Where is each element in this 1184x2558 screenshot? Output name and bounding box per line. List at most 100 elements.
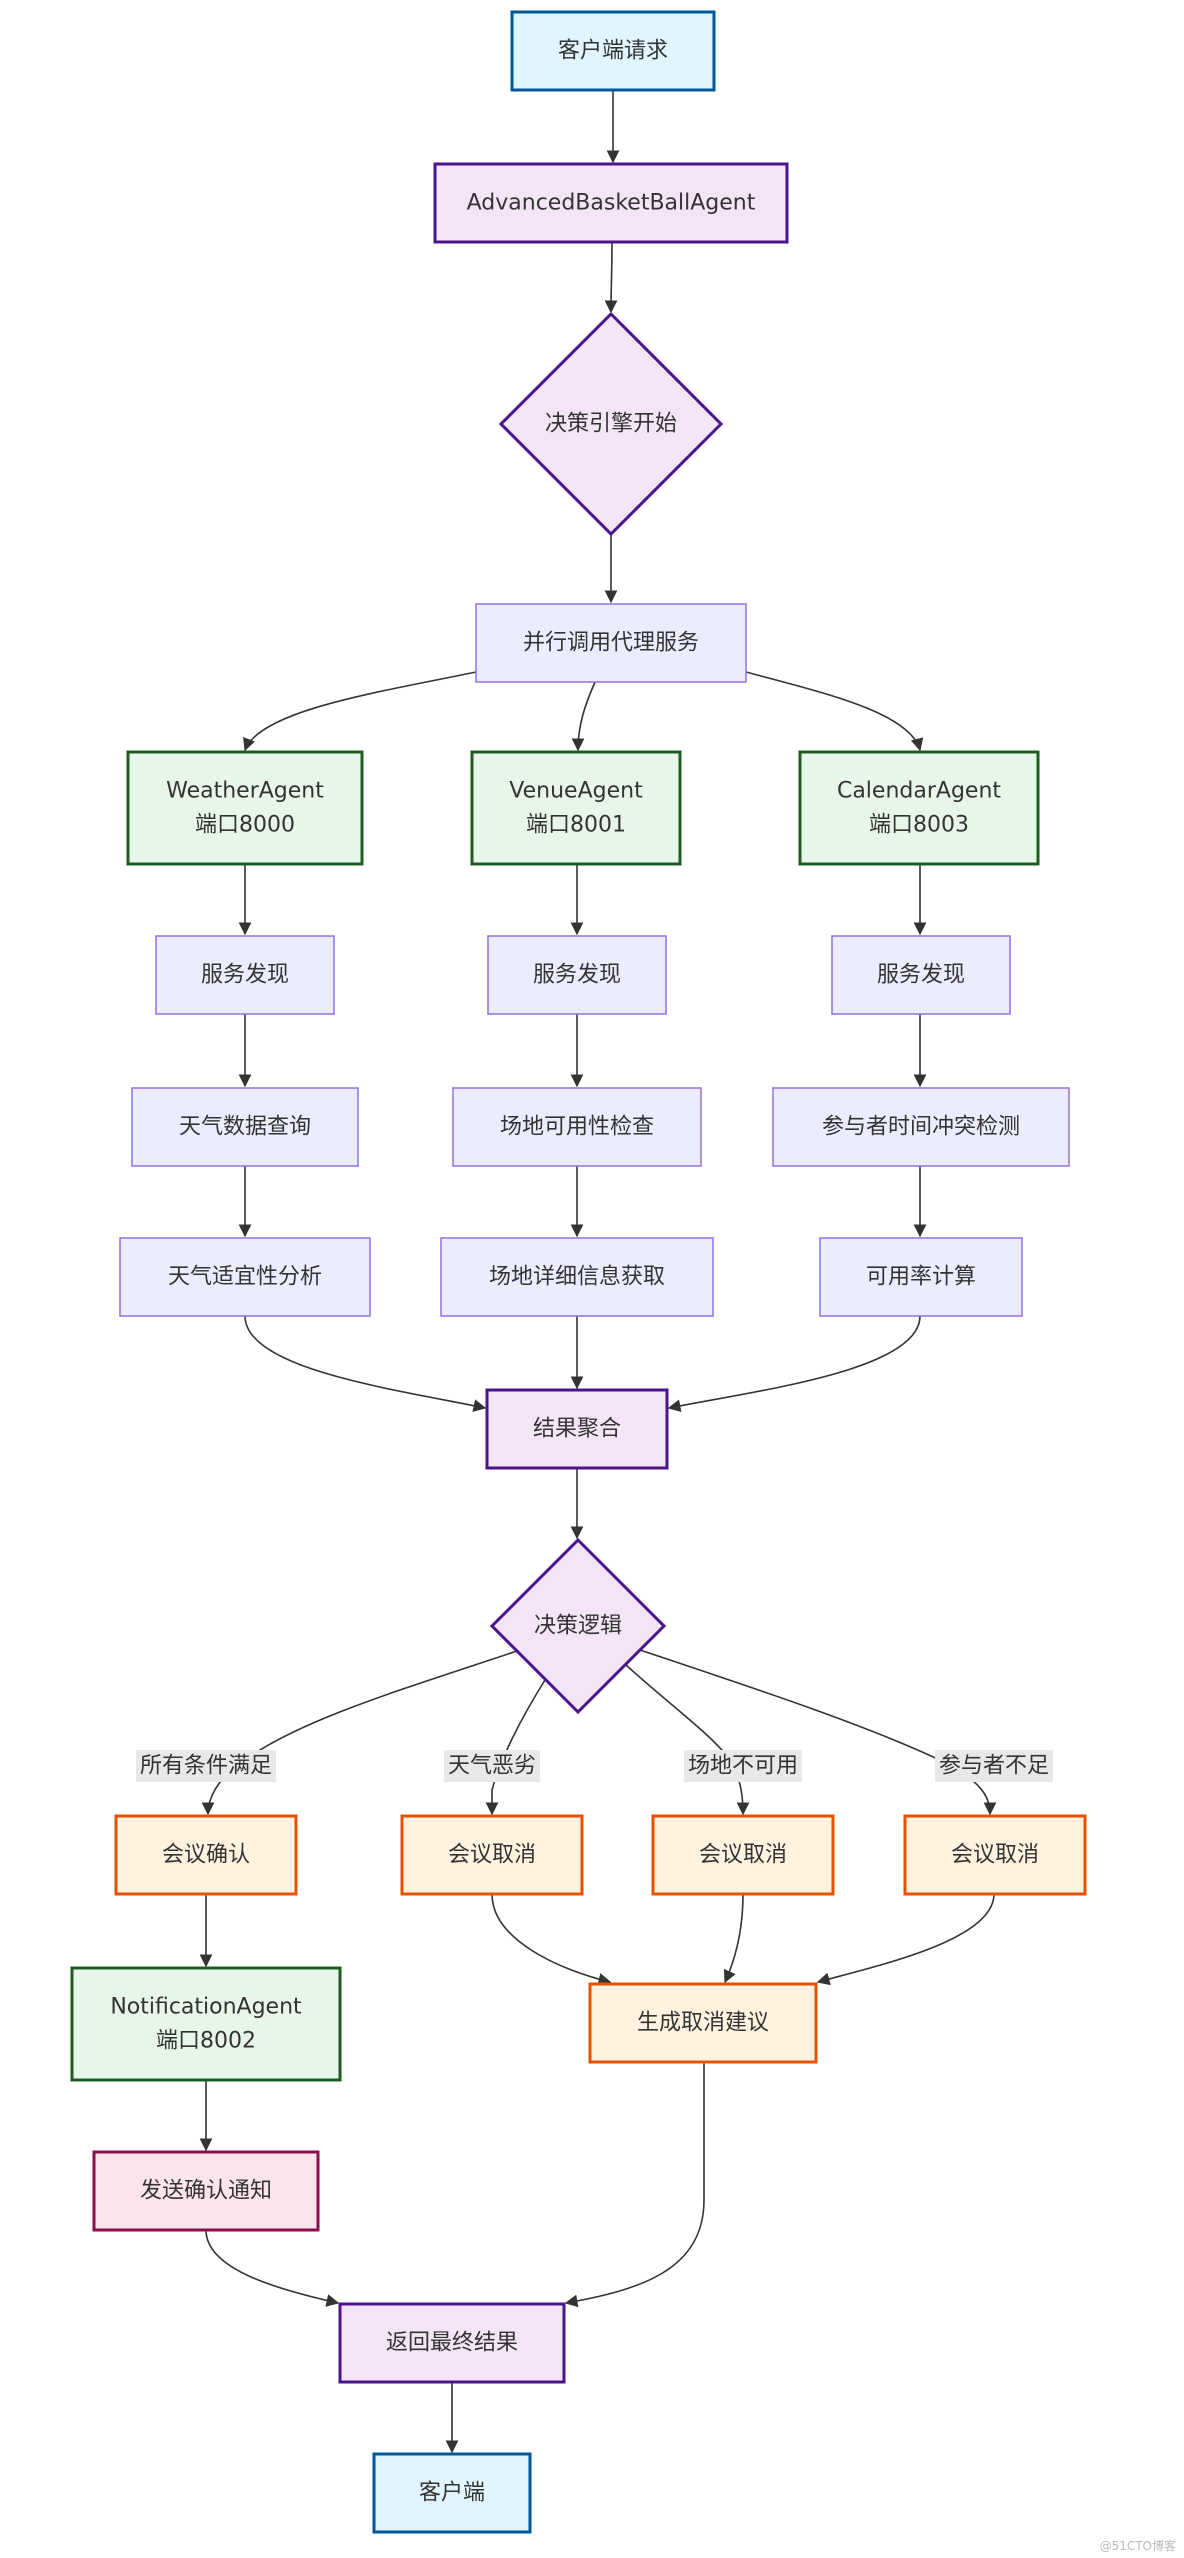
box-shape (588, 1982, 818, 2064)
box-shape (470, 750, 682, 866)
box-shape (131, 1087, 359, 1167)
node-label: 天气适宜性分析 (168, 1265, 322, 1290)
node-cancel-suggestion: 生成取消建议 (588, 1982, 818, 2064)
edge-label-background (444, 1750, 540, 1782)
edge-weather-analysis-to-aggregate (244, 1315, 487, 1412)
nodes: 客户端请求 AdvancedBasketBallAgent 决策引擎开始并行调用代理… (70, 10, 1087, 2534)
box-shape (819, 1237, 1023, 1317)
node-result-aggregate: 结果聚合 (485, 1388, 669, 1470)
node-label: 参与者时间冲突检测 (822, 1115, 1020, 1140)
node-calendar-conflict: 参与者时间冲突检测 (772, 1087, 1070, 1167)
node-cancel-weather: 会议取消 (400, 1814, 584, 1896)
box-shape (772, 1087, 1070, 1167)
edge-label-insufficient-participants: 参与者不足 (935, 1750, 1053, 1782)
diamond-shape (489, 1537, 667, 1715)
box-shape (903, 1814, 1087, 1896)
node-calendar-discovery: 服务发现 (831, 935, 1011, 1015)
box-shape (798, 750, 1040, 866)
node-venue-discovery: 服务发现 (487, 935, 667, 1015)
box-shape (70, 1966, 342, 2082)
edge-availability-to-aggregate (667, 1315, 921, 1413)
edge-label-background (684, 1750, 802, 1782)
node-cancel-venue: 会议取消 (651, 1814, 835, 1896)
node-label: WeatherAgent (166, 779, 324, 804)
box-shape (475, 603, 747, 683)
edge-label-text: 场地不可用 (688, 1754, 798, 1779)
box-shape (155, 935, 335, 1015)
node-label: 可用率计算 (866, 1265, 976, 1290)
node-weather-query: 天气数据查询 (131, 1087, 359, 1167)
node-label: NotificationAgent (110, 1995, 302, 2020)
edge-parallel-to-venue (571, 681, 596, 752)
node-weather-discovery: 服务发现 (155, 935, 335, 1015)
box-shape (126, 750, 364, 866)
box-shape (485, 1388, 669, 1470)
node-cancel-participants: 会议取消 (903, 1814, 1087, 1896)
node-calendar-agent: CalendarAgent 端口8003 (798, 750, 1040, 866)
node-label: 端口8003 (869, 813, 969, 838)
edge-label-text: 天气恶劣 (448, 1754, 536, 1779)
node-label: 并行调用代理服务 (523, 631, 699, 656)
box-shape (400, 1814, 584, 1896)
edge-cancel-participants-to-suggestion (816, 1893, 995, 1986)
node-meeting-confirm: 会议确认 (114, 1814, 298, 1896)
box-shape (510, 10, 716, 92)
node-label: 端口8002 (156, 2029, 256, 2054)
node-client-request: 客户端请求 (510, 10, 716, 92)
box-shape (487, 935, 667, 1015)
node-label: AdvancedBasketBallAgent (467, 191, 756, 216)
edge-labels: 所有条件满足 天气恶劣 场地不可用 参与者不足 (136, 1750, 1053, 1782)
node-availability-calc: 可用率计算 (819, 1237, 1023, 1317)
edge-parallel-to-calendar (745, 671, 924, 752)
box-shape (433, 162, 789, 244)
box-shape (651, 1814, 835, 1896)
watermark: @51CTO博客 (1100, 2538, 1176, 2553)
box-shape (92, 2150, 320, 2232)
node-label: 会议取消 (699, 1843, 787, 1868)
node-venue-check: 场地可用性检查 (452, 1087, 702, 1167)
edge-send-to-return (205, 2229, 340, 2307)
node-label: 结果聚合 (533, 1417, 621, 1442)
edge-label-text: 所有条件满足 (140, 1754, 272, 1779)
node-label: 会议确认 (162, 1843, 250, 1868)
edge-label-text: 参与者不足 (939, 1754, 1049, 1779)
box-shape (440, 1237, 714, 1317)
node-decision-logic: 决策逻辑 (489, 1537, 667, 1715)
node-client: 客户端 (372, 2452, 532, 2534)
edge-suggestion-to-return (564, 2062, 705, 2308)
box-shape (372, 2452, 532, 2534)
node-label: 服务发现 (201, 963, 289, 988)
node-decision-start: 决策引擎开始 (498, 311, 724, 537)
node-label: CalendarAgent (837, 779, 1001, 804)
box-shape (338, 2302, 566, 2384)
node-label: 端口8000 (195, 813, 295, 838)
node-label: 服务发现 (877, 963, 965, 988)
node-return-result: 返回最终结果 (338, 2302, 566, 2384)
node-label: 决策引擎开始 (545, 412, 677, 437)
node-label: 服务发现 (533, 963, 621, 988)
node-label: 场地详细信息获取 (489, 1265, 665, 1290)
edge-decision-to-cancel-venue (625, 1664, 750, 1816)
node-send-confirmation: 发送确认通知 (92, 2150, 320, 2232)
node-venue-detail: 场地详细信息获取 (440, 1237, 714, 1317)
node-label: 决策逻辑 (534, 1614, 622, 1639)
node-weather-agent: WeatherAgent 端口8000 (126, 750, 364, 866)
node-label: 会议取消 (951, 1843, 1039, 1868)
edge-decision-to-cancel-weather (485, 1679, 546, 1816)
node-label: 会议取消 (448, 1843, 536, 1868)
node-advanced-agent: AdvancedBasketBallAgent (433, 162, 789, 244)
node-label: 生成取消建议 (637, 2011, 769, 2036)
edge-cancel-weather-to-suggestion (491, 1893, 612, 1986)
box-shape (452, 1087, 702, 1167)
node-label: 返回最终结果 (386, 2331, 518, 2356)
node-label: 客户端请求 (558, 39, 668, 64)
edge-label-venue-unavailable: 场地不可用 (684, 1750, 802, 1782)
node-weather-analysis: 天气适宜性分析 (119, 1237, 371, 1317)
edge-decision-to-confirm (201, 1650, 518, 1816)
node-label: 端口8001 (526, 813, 626, 838)
edge-label-background (935, 1750, 1053, 1782)
edge-label-background (136, 1750, 276, 1782)
edge-cancel-venue-to-suggestion (723, 1893, 744, 1984)
